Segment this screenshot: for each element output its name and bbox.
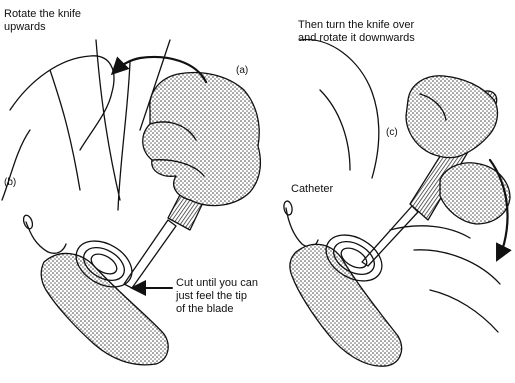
left-hand-shape xyxy=(143,73,261,206)
left-panel xyxy=(2,40,260,365)
left-background-hand-outline xyxy=(10,40,130,210)
left-background-fingers xyxy=(2,40,170,200)
label-c: (c) xyxy=(386,126,398,139)
right-hand-upper-shape xyxy=(406,76,497,158)
label-b: (b) xyxy=(4,176,16,189)
right-knife-blade xyxy=(362,206,418,266)
left-arm-shape xyxy=(41,253,168,364)
label-a: (a) xyxy=(236,64,248,77)
left-caption: Rotate the knife upwards xyxy=(4,8,81,34)
cut-instruction: Cut until you can just feel the tip of t… xyxy=(176,277,258,316)
catheter-label: Catheter xyxy=(291,183,333,196)
right-panel xyxy=(283,40,510,367)
right-caption: Then turn the knife over and rotate it d… xyxy=(298,19,415,45)
right-hand-lower-shape xyxy=(440,163,510,224)
left-knife-blade xyxy=(124,220,176,288)
